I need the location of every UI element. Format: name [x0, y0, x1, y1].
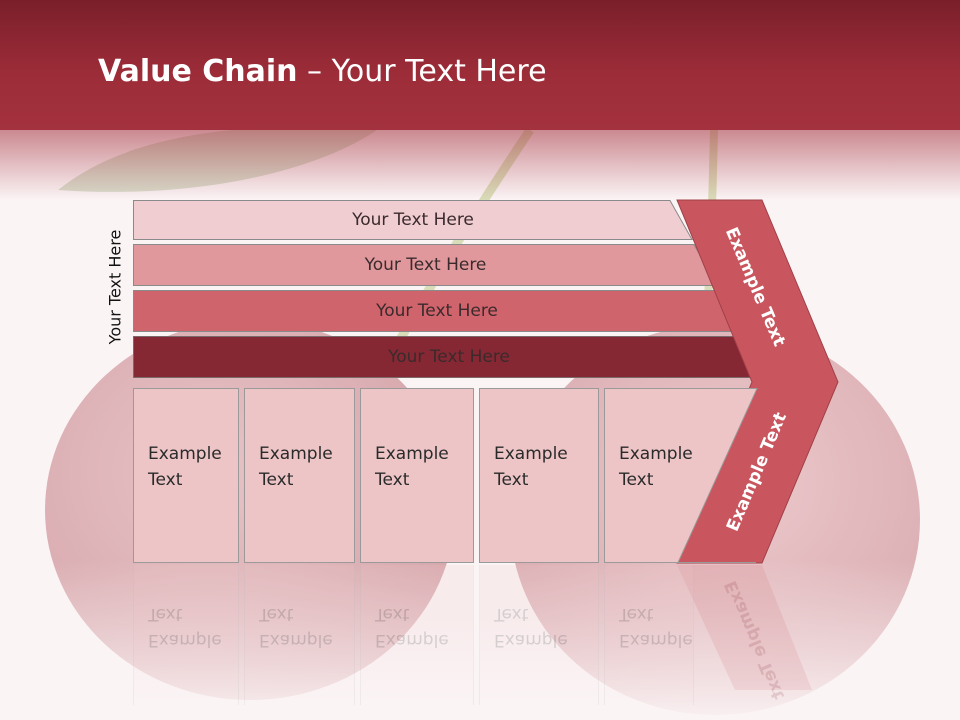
example-box-3: Example Text — [360, 388, 474, 563]
box-5-line2: Text — [619, 470, 654, 490]
bar-1: Your Text Here — [133, 200, 693, 240]
header-fade — [0, 130, 960, 200]
bar-2: Your Text Here — [133, 244, 718, 286]
box-4-line2: Text — [494, 470, 529, 490]
box-1-line2: Text — [148, 470, 183, 490]
box-3-line1: Example — [375, 444, 449, 464]
box-2-line2: Text — [259, 470, 294, 490]
example-box-4: Example Text — [479, 388, 599, 563]
bar-4: Your Text Here — [133, 336, 765, 378]
example-box-1: Example Text — [133, 388, 239, 563]
bar-2-label: Your Text Here — [364, 255, 487, 275]
example-box-2: Example Text — [244, 388, 355, 563]
header-band — [0, 0, 960, 130]
bar-4-label: Your Text Here — [388, 347, 510, 367]
box-1-line1: Example — [148, 444, 222, 464]
box-3-line2: Text — [375, 470, 410, 490]
bar-3: Your Text Here — [133, 290, 741, 332]
box-5-line1: Example — [619, 444, 693, 464]
title-rest: – Your Text Here — [297, 54, 547, 89]
bar-1-label: Your Text Here — [352, 210, 474, 230]
box-4-line1: Example — [494, 444, 568, 464]
bar-3-label: Your Text Here — [376, 301, 498, 321]
title-bold: Value Chain — [98, 54, 298, 89]
slide-title: Value Chain – Your Text Here — [98, 54, 547, 89]
box-2-line1: Example — [259, 444, 333, 464]
example-box-5: Example Text — [604, 388, 758, 563]
